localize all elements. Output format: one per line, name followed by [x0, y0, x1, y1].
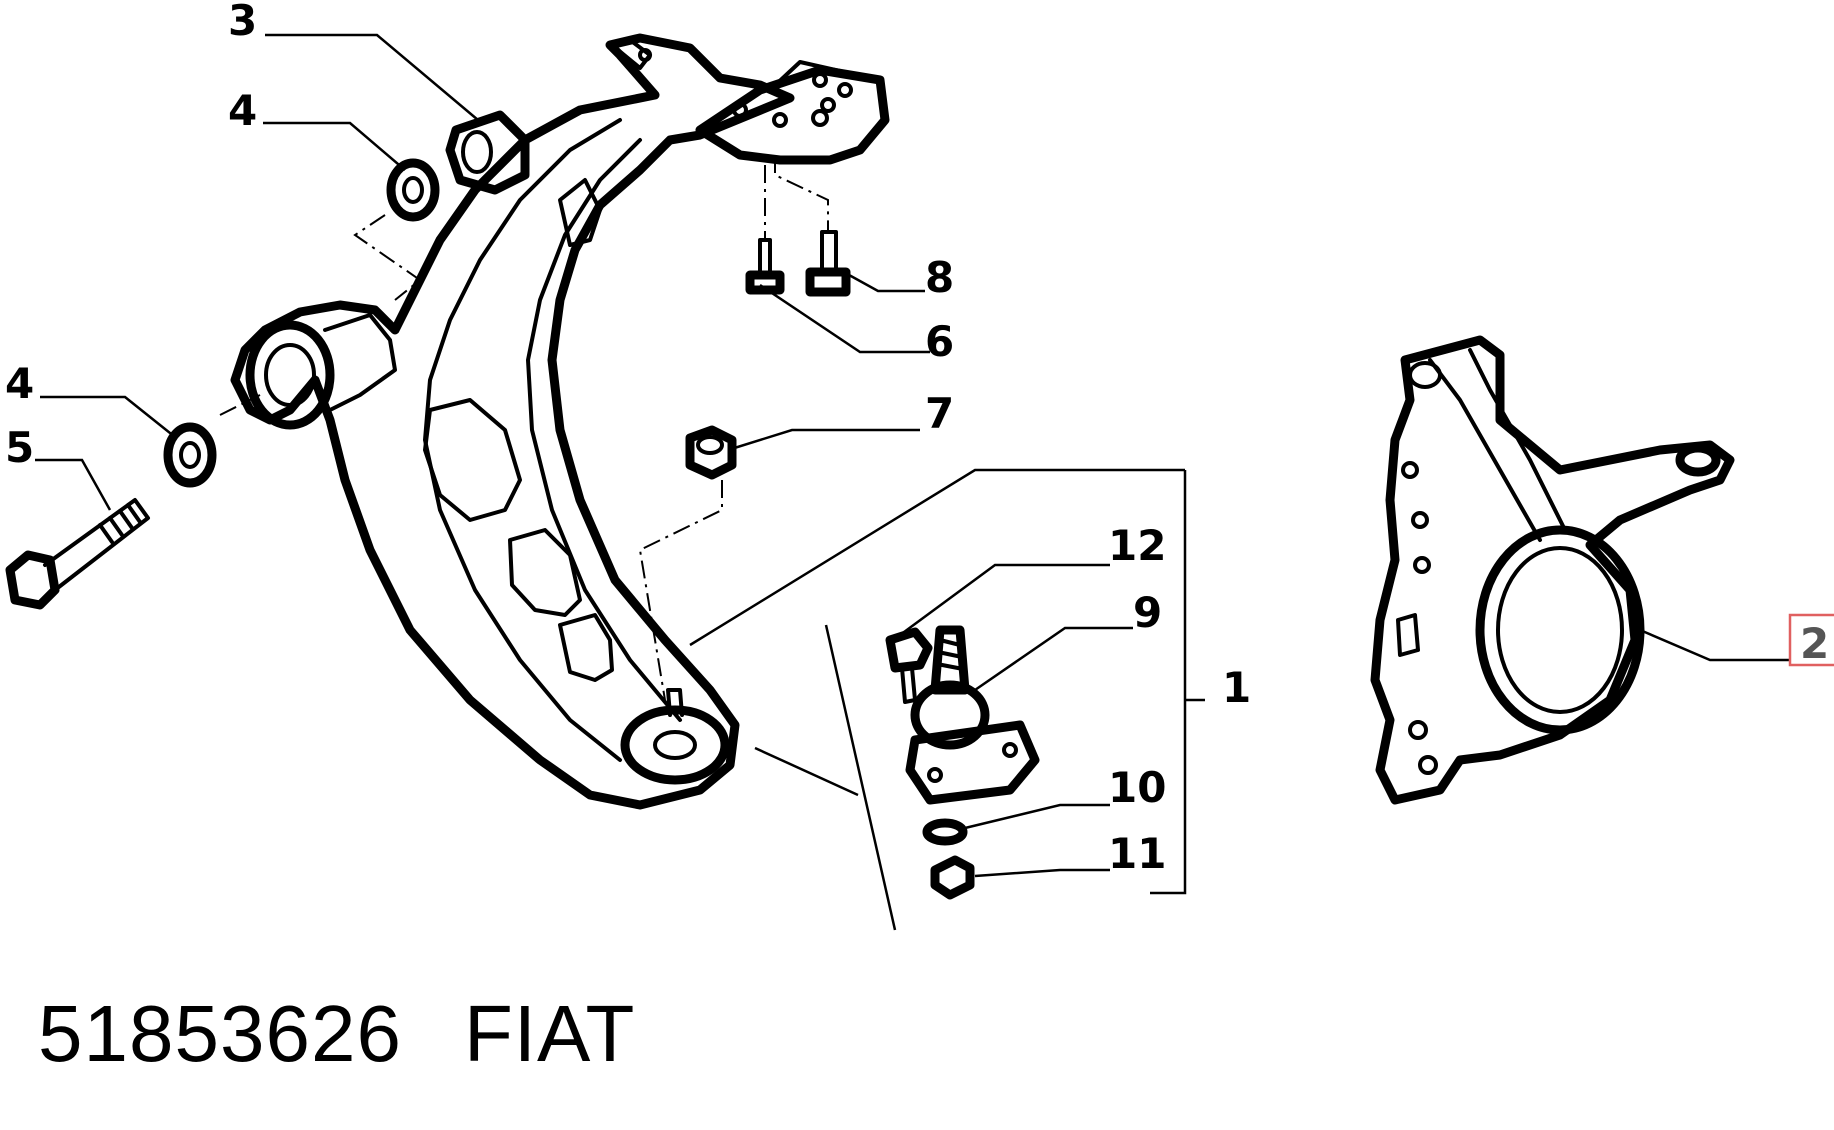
callout-11: 11	[1108, 829, 1166, 878]
callout-6: 6	[925, 317, 954, 366]
callout-10: 10	[1108, 763, 1166, 812]
part-number: 51853626	[38, 989, 402, 1078]
callout-8: 8	[925, 253, 954, 302]
callout-9: 9	[1133, 588, 1162, 637]
nut-11	[930, 855, 975, 900]
brand-name: FIAT	[463, 989, 636, 1078]
washer-10	[922, 818, 968, 846]
callout-5: 5	[5, 423, 34, 472]
callout-7: 7	[925, 389, 954, 438]
bolt-12	[885, 627, 933, 704]
nut-7	[685, 425, 737, 480]
washer-4-upper	[386, 158, 440, 222]
callout-12: 12	[1108, 521, 1166, 570]
steering-knuckle	[1370, 335, 1735, 805]
control-arm	[230, 33, 890, 810]
callout-1: 1	[1222, 663, 1251, 712]
callout-2-highlight: 2	[1788, 613, 1834, 668]
bolt-5	[5, 498, 150, 610]
bolt-6	[745, 238, 785, 295]
callout-3: 3	[228, 0, 257, 45]
part-caption: 51853626 FIAT	[38, 988, 635, 1080]
nut-3	[445, 110, 530, 195]
callout-4-upper: 4	[228, 86, 257, 135]
bolt-8	[805, 230, 851, 297]
washer-4-lower	[163, 422, 217, 488]
callout-2: 2	[1800, 619, 1829, 668]
callout-4-lower: 4	[5, 359, 34, 408]
ball-joint-9	[905, 625, 1040, 805]
